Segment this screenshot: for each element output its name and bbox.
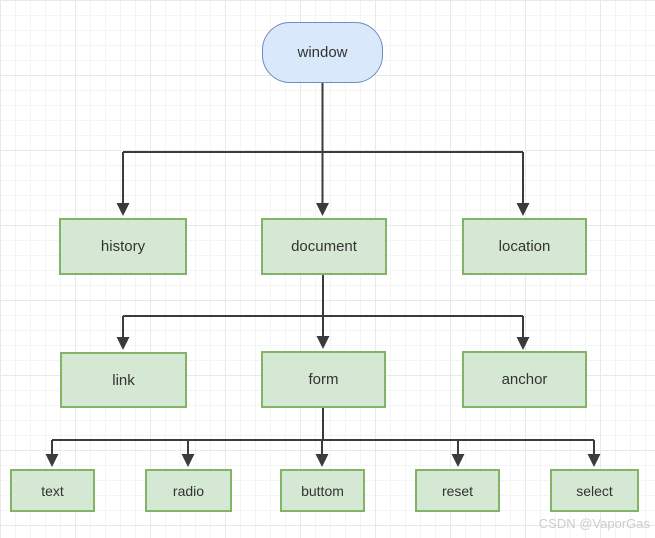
- node-radio: radio: [145, 469, 232, 512]
- node-form: form: [261, 351, 386, 408]
- node-reset: reset: [415, 469, 500, 512]
- node-link: link: [60, 352, 187, 408]
- node-window: window: [262, 22, 383, 83]
- node-anchor: anchor: [462, 351, 587, 408]
- node-location: location: [462, 218, 587, 275]
- node-history: history: [59, 218, 187, 275]
- node-select: select: [550, 469, 639, 512]
- node-text: text: [10, 469, 95, 512]
- node-document: document: [261, 218, 387, 275]
- watermark: CSDN @VaporGas: [538, 516, 650, 531]
- node-buttom: buttom: [280, 469, 365, 512]
